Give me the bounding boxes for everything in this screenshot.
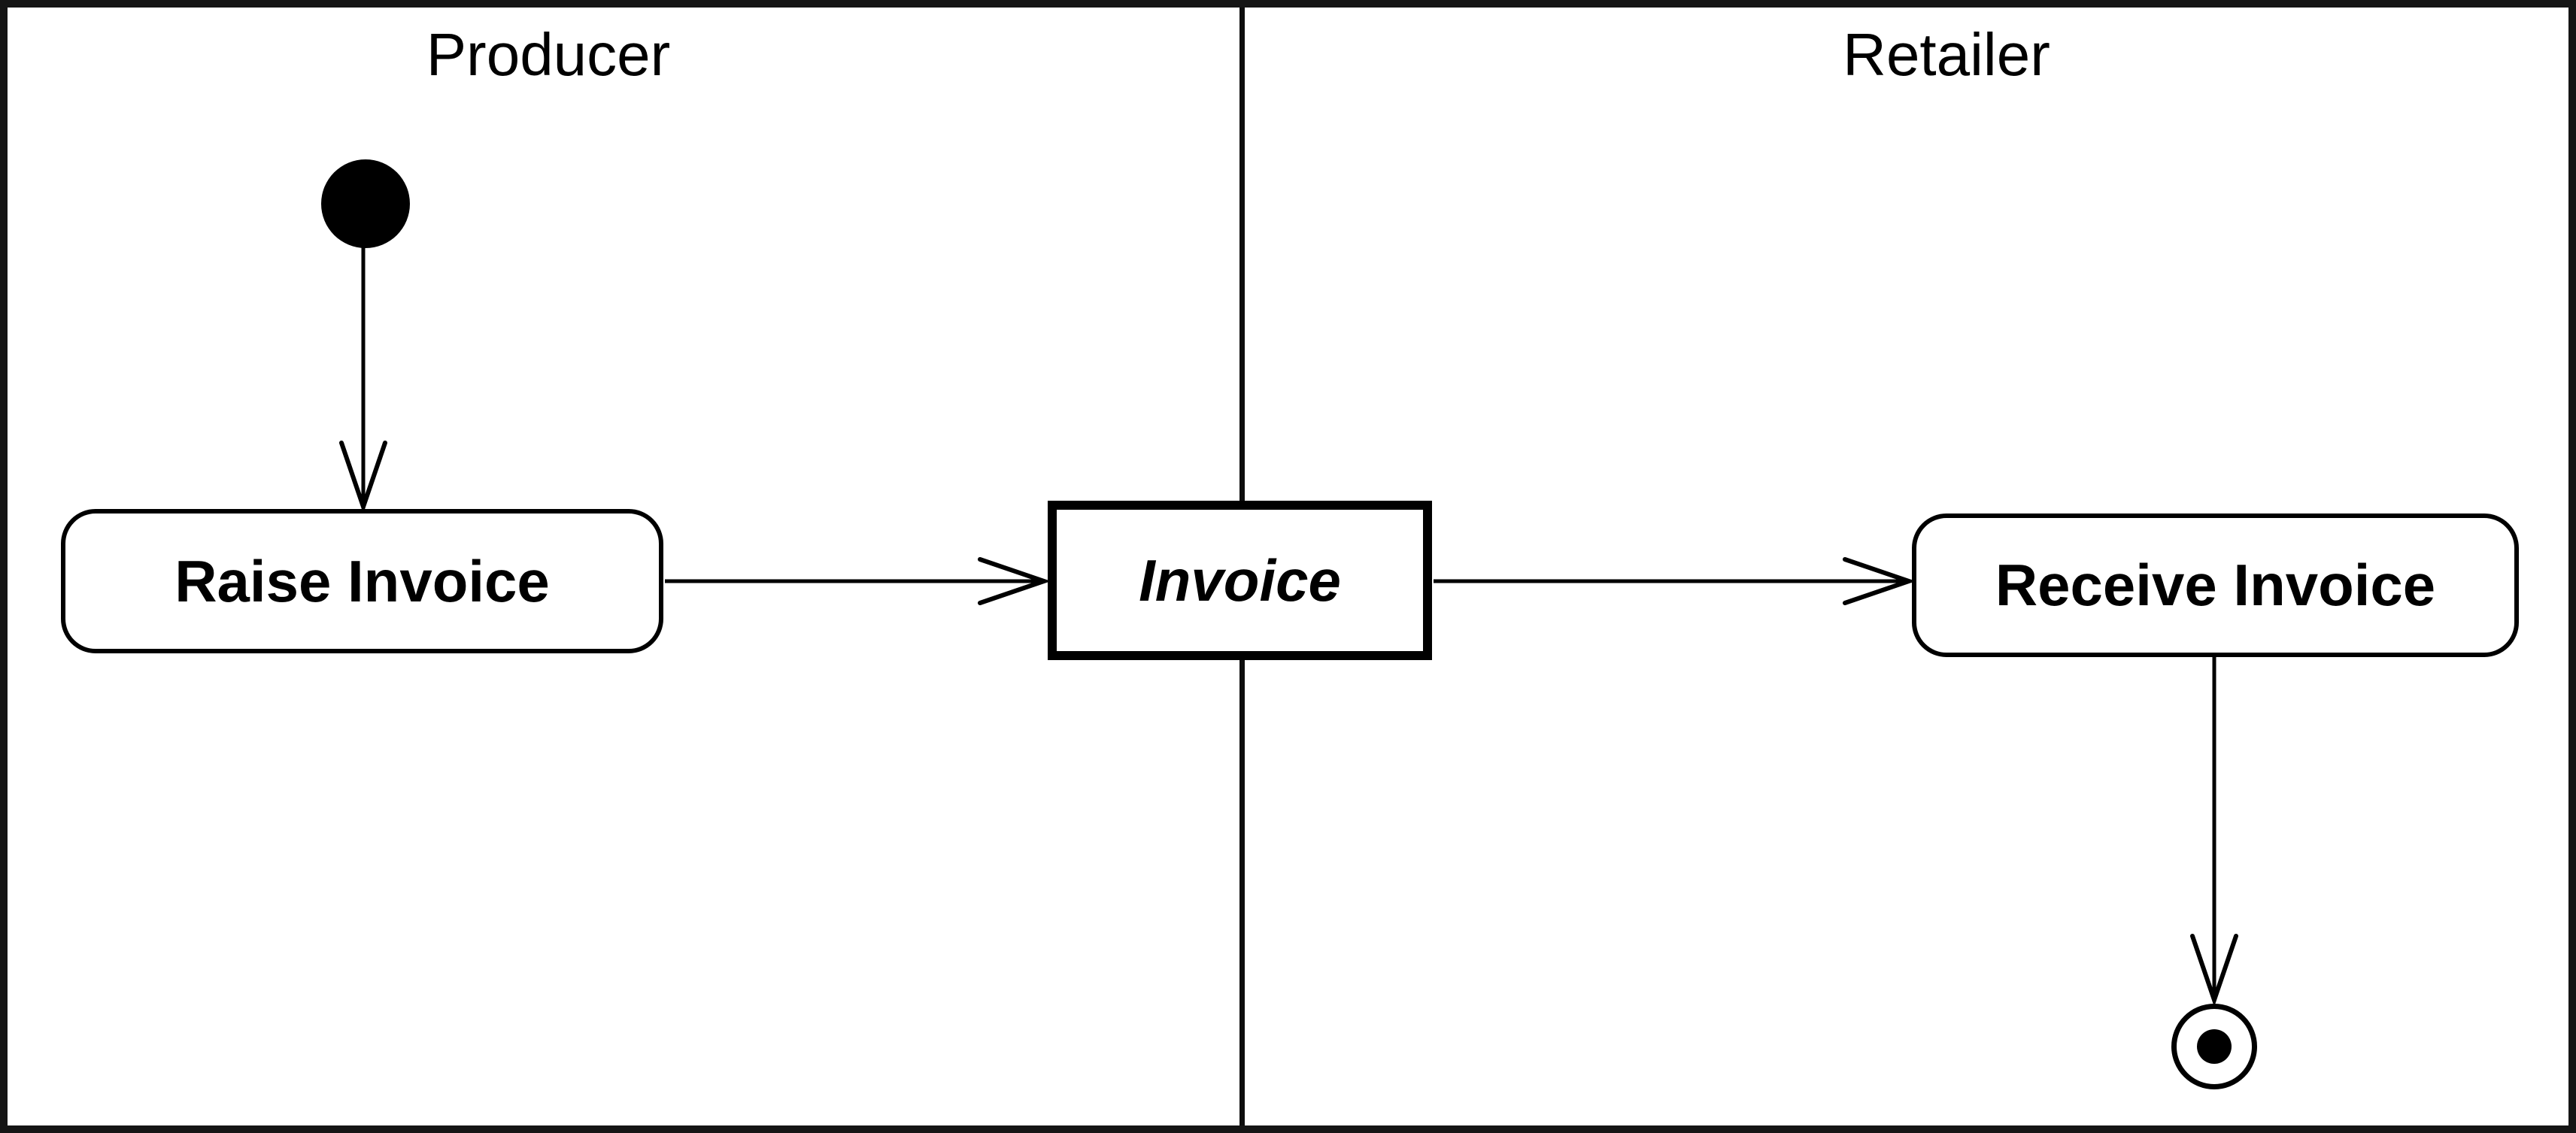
- action-label: Receive Invoice: [1995, 552, 2436, 618]
- arrowhead-down-icon: [339, 441, 387, 514]
- action-node-raise-invoice: Raise Invoice: [61, 509, 663, 653]
- lane-title-producer: Producer: [426, 21, 671, 88]
- flow-edges: [339, 247, 2238, 1007]
- arrowhead-right-icon: [1843, 557, 1916, 605]
- edge-invoice-to-receive-invoice: [1434, 557, 1916, 605]
- object-label: Invoice: [1139, 547, 1341, 613]
- final-node-dot: [2197, 1029, 2232, 1064]
- object-node-invoice: Invoice: [1048, 501, 1432, 660]
- arrowhead-right-icon: [978, 557, 1051, 605]
- arrowhead-down-icon: [2190, 934, 2238, 1007]
- action-node-receive-invoice: Receive Invoice: [1912, 513, 2519, 657]
- edge-receive-invoice-to-final: [2190, 657, 2238, 1007]
- edge-raise-invoice-to-invoice: [665, 557, 1051, 605]
- action-label: Raise Invoice: [174, 547, 550, 614]
- final-node: [2171, 1004, 2257, 1089]
- lane-title-retailer: Retailer: [1843, 21, 2050, 88]
- initial-node: [321, 159, 410, 248]
- edge-initial-to-raise-invoice: [339, 247, 387, 514]
